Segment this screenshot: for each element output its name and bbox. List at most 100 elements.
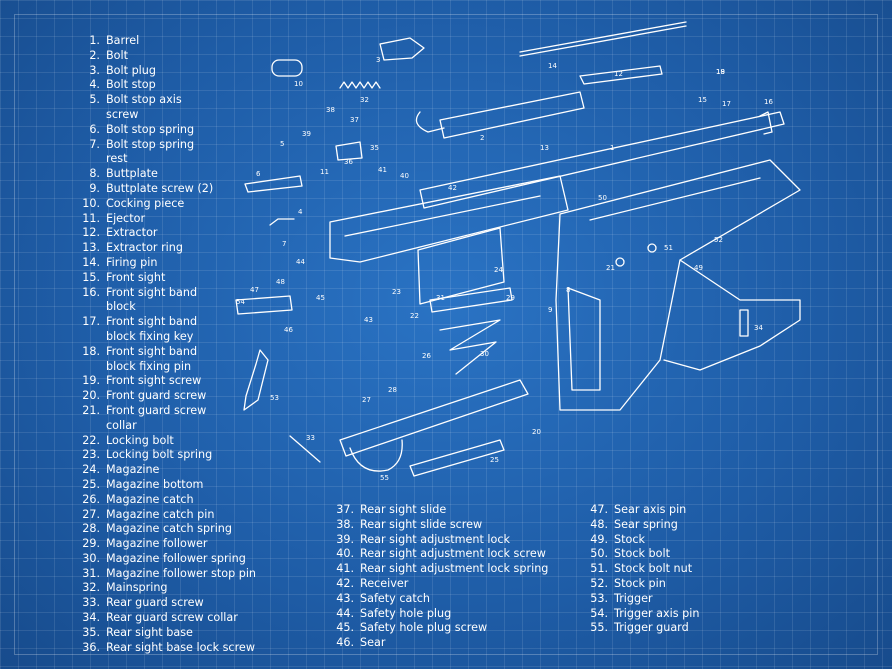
part-name: Extractor ring — [106, 241, 183, 255]
part-number: 9. — [89, 181, 100, 195]
part-name: Magazine follower spring — [106, 551, 246, 565]
callout-number: 12 — [614, 70, 623, 78]
part-name: block fixing pin — [106, 359, 192, 373]
callout-number: 53 — [270, 394, 279, 402]
callout-number: 7 — [282, 240, 286, 248]
part-name: Safety hole plug screw — [360, 621, 488, 635]
part-number: 30. — [82, 551, 100, 565]
callout-number: 5 — [280, 140, 284, 148]
parts-list-item: 30. Magazine follower spring — [78, 552, 256, 567]
parts-list-item: 9. Buttplate screw (2) — [78, 182, 256, 197]
part-number: 29. — [82, 537, 100, 551]
parts-list-item: 32. Mainspring — [78, 581, 256, 596]
callout-number: 52 — [714, 236, 723, 244]
parts-list-item: 49.Stock — [586, 533, 699, 548]
callout-number: 6 — [256, 170, 261, 178]
parts-list-item: 6.Bolt stop spring — [78, 123, 256, 138]
part-name: Magazine follower stop pin — [106, 566, 257, 580]
parts-list-item: collar — [78, 419, 256, 434]
parts-list-item: 23.Locking bolt spring — [78, 448, 256, 463]
parts-list-item: 17.Front sight band — [78, 315, 256, 330]
parts-list-item: 12.Extractor — [78, 226, 256, 241]
magazine-follower-spring — [439, 319, 501, 375]
part-name: Rear guard screw collar — [106, 611, 238, 625]
part-number: 8. — [89, 167, 100, 181]
parts-list-item: 54.Trigger axis pin — [586, 607, 699, 622]
part-number: 20. — [82, 389, 100, 403]
part-name: screw — [106, 107, 139, 121]
part-number: 54. — [590, 606, 608, 620]
part-name: Buttplate — [106, 167, 158, 181]
part-name: Magazine — [106, 463, 160, 477]
part-name: Front sight — [106, 270, 166, 284]
parts-list-item: 10.Cocking piece — [78, 197, 256, 212]
callout-number: 23 — [392, 288, 401, 296]
parts-list-item: 38. Rear sight slide screw — [332, 518, 548, 533]
callout-number: 28 — [388, 386, 397, 394]
callout-number: 26 — [422, 352, 431, 360]
callout-number: 2 — [480, 134, 484, 142]
parts-list-item: 41.Rear sight adjustment lock spring — [332, 562, 548, 577]
part-number: 35. — [82, 625, 100, 639]
barrel — [419, 111, 785, 209]
parts-list-item: 22.Locking bolt — [78, 434, 256, 449]
part-number: 41. — [336, 562, 354, 576]
part-number — [78, 108, 100, 123]
part-name: Stock bolt — [614, 547, 670, 561]
parts-list-item: 27.Magazine catch pin — [78, 508, 256, 523]
part-name: block — [106, 300, 136, 314]
parts-list-item: 31.Magazine follower stop pin — [78, 567, 256, 582]
part-name: Rear sight slide screw — [360, 517, 483, 531]
part-number: 55. — [590, 621, 608, 635]
parts-list-item: 29. Magazine follower — [78, 537, 256, 552]
part-name: block fixing key — [106, 329, 194, 343]
parts-list-item: 48.Sear spring — [586, 518, 699, 533]
parts-list-item: 20.Front guard screw — [78, 389, 256, 404]
parts-list-item: rest — [78, 152, 256, 167]
parts-list-item: 39.Rear sight adjustment lock — [332, 533, 548, 548]
parts-list-item: 13.Extractor ring — [78, 241, 256, 256]
part-name: Mainspring — [106, 581, 168, 595]
part-number: 32. — [82, 581, 100, 595]
magazine-bottom — [409, 439, 505, 477]
callout-number: 20 — [532, 428, 541, 436]
stock-bolt-nut — [647, 243, 657, 253]
part-number: 51. — [590, 562, 608, 576]
parts-list-item: 24.Magazine — [78, 463, 256, 478]
part-name: Buttplate screw (2) — [106, 181, 214, 195]
parts-list-item: 15.Front sight — [78, 271, 256, 286]
part-name: Bolt stop — [106, 78, 156, 92]
part-number: 53. — [590, 591, 608, 605]
part-number: 49. — [590, 532, 608, 546]
callout-number: 48 — [276, 278, 285, 286]
trigger — [243, 349, 269, 411]
part-number: 47. — [590, 503, 608, 516]
part-name: Magazine catch pin — [106, 507, 215, 521]
part-number: 25. — [82, 477, 100, 491]
part-number: 39. — [336, 532, 354, 546]
parts-list-item: 50. Stock bolt — [586, 547, 699, 562]
parts-list-item: 8. Buttplate — [78, 167, 256, 182]
callout-number: 10 — [294, 80, 303, 88]
part-number: 50. — [590, 547, 608, 561]
callout-number: 11 — [320, 168, 329, 176]
part-name: Front sight band — [106, 285, 198, 299]
part-name: Sear — [360, 636, 386, 650]
callout-number: 36 — [344, 158, 353, 166]
part-number: 38. — [336, 517, 354, 531]
part-name: Locking bolt spring — [106, 448, 213, 462]
part-name: Magazine follower — [106, 537, 208, 551]
part-number: 44. — [336, 606, 354, 620]
part-number: 22. — [82, 433, 100, 447]
part-number: 19. — [82, 374, 100, 388]
parts-list-item: 11.Ejector — [78, 212, 256, 227]
part-number: 45. — [336, 621, 354, 635]
parts-list-item: 5.Bolt stop axis — [78, 93, 256, 108]
part-name: Stock bolt nut — [614, 562, 693, 576]
parts-list-item: 33.Rear guard screw — [78, 596, 256, 611]
parts-list-item: 26.Magazine catch — [78, 493, 256, 508]
parts-list-item: 7.Bolt stop spring — [78, 138, 256, 153]
parts-list-item: 43.Safety catch — [332, 592, 548, 607]
